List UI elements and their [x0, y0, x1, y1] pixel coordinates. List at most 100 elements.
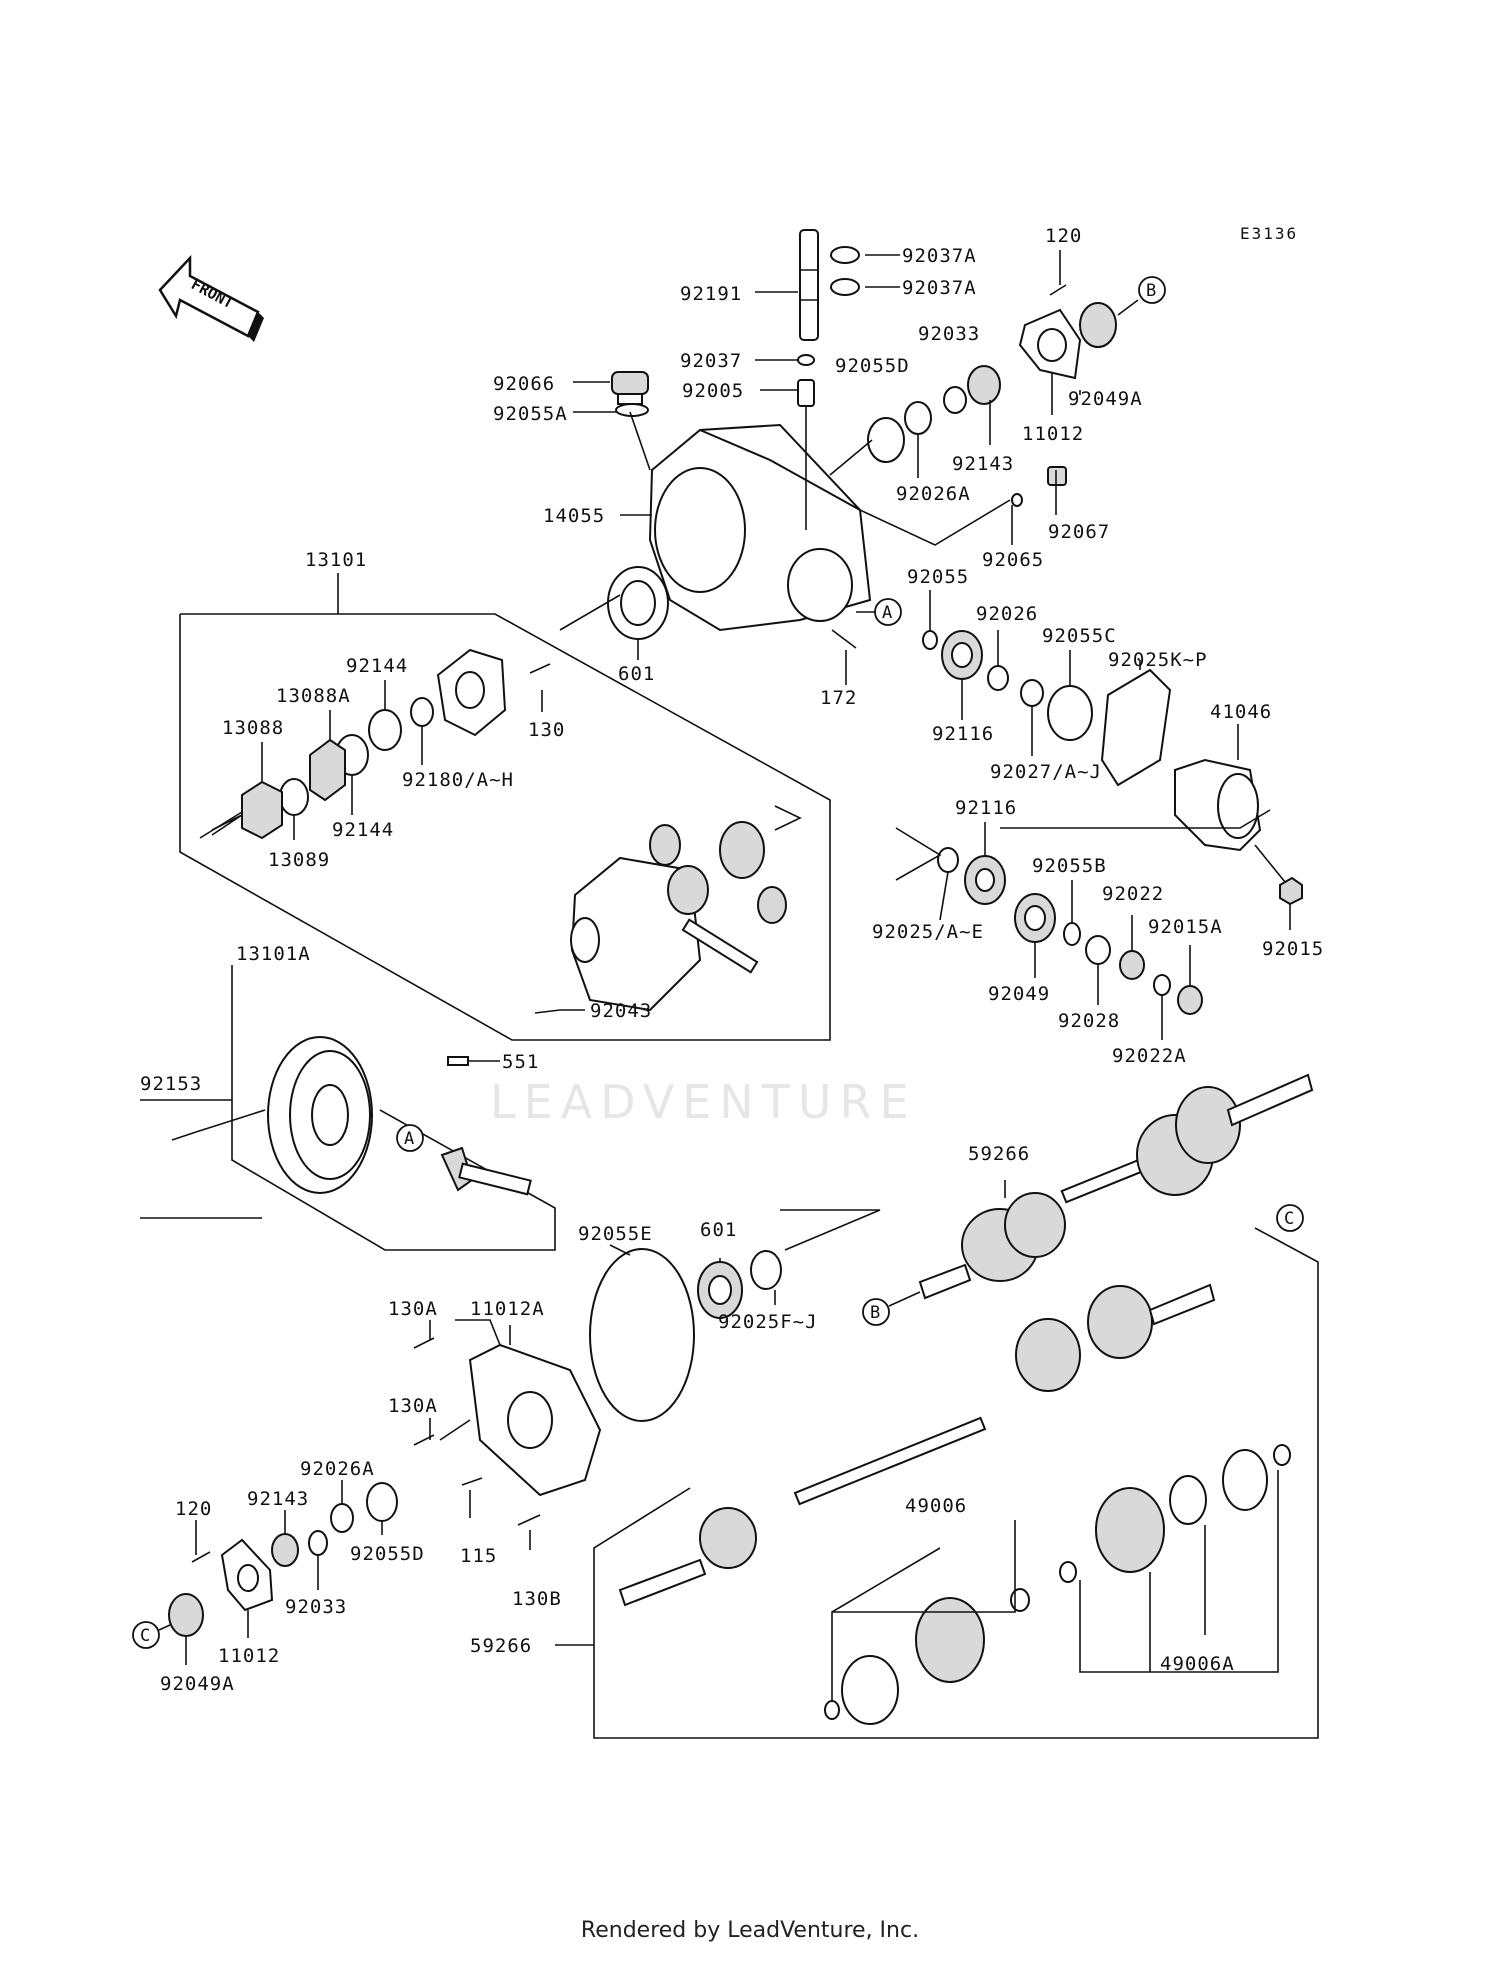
oring-92055B: [1063, 922, 1081, 946]
diagram-code: E3136: [1240, 224, 1299, 243]
label-92191: 92191: [680, 283, 742, 305]
callout-B-shaft: B: [862, 1291, 921, 1326]
label-92025KP: 92025K~P: [1108, 649, 1208, 671]
label-130A-a: 130A: [388, 1298, 438, 1320]
shim-92026A-top: [904, 401, 932, 435]
pin-551: [447, 1056, 469, 1066]
callout-B-top: B: [1138, 276, 1166, 304]
drive-shaft-59266-a: [918, 1073, 1314, 1300]
label-49006A: 49006A: [1160, 1653, 1235, 1675]
label-13089: 13089: [268, 849, 330, 871]
seal-92049A-top: [1079, 302, 1117, 348]
label-92143-bot: 92143: [247, 1488, 309, 1510]
shim-92026: [987, 665, 1009, 691]
pin-92043: [534, 1009, 561, 1014]
cover-11012A: [468, 1343, 602, 1497]
label-13101A: 13101A: [236, 943, 311, 965]
label-92026A-top: 92026A: [896, 483, 971, 505]
spacer-92028: [1085, 935, 1111, 965]
seal-92116-a: [941, 630, 983, 680]
label-92055B: 92055B: [1032, 855, 1107, 877]
label-172: 172: [820, 687, 857, 709]
plate-13088: [241, 780, 283, 840]
label-92066: 92066: [493, 373, 555, 395]
label-92116-b: 92116: [955, 797, 1017, 819]
bearing-92143-bot: [271, 1533, 299, 1567]
shim-92025FJ: [750, 1250, 782, 1290]
label-59266-a: 59266: [968, 1143, 1030, 1165]
callout-C-bot: C: [132, 1621, 171, 1649]
svg-text:B: B: [870, 1303, 880, 1323]
nut-92015: [1279, 876, 1303, 906]
bolt-120-top: [1049, 284, 1067, 296]
bolt-115: [461, 1477, 483, 1486]
bearing-92116-b: [964, 855, 1006, 905]
cap-11012-top: [1018, 308, 1082, 380]
label-92144-a: 92144: [346, 655, 408, 677]
label-92180: 92180/A~H: [402, 769, 514, 791]
label-92055E: 92055E: [578, 1223, 653, 1245]
label-130A-b: 130A: [388, 1395, 438, 1417]
bolt-120-bot: [191, 1551, 211, 1563]
cap-11012-bot: [220, 1538, 274, 1612]
svg-text:A: A: [404, 1129, 414, 1149]
stud-172: [831, 629, 857, 649]
housing-41046: [1174, 758, 1262, 852]
svg-text:C: C: [1284, 1209, 1294, 1229]
bearing-92143-top: [967, 365, 1001, 405]
label-92049A-top: 92049A: [1068, 388, 1143, 410]
bolt-130A-b: [413, 1434, 435, 1446]
bolt-92153: [171, 1131, 197, 1141]
label-130B: 130B: [512, 1588, 562, 1610]
label-92028: 92028: [1058, 1010, 1120, 1032]
label-92026A-bot: 92026A: [300, 1458, 375, 1480]
footer-credit: Rendered by LeadVenture, Inc.: [580, 1918, 920, 1943]
fitting-92005: [797, 379, 815, 407]
oring-92055D-top: [867, 417, 905, 463]
pinion-gear: [440, 1146, 532, 1196]
gasket-92025KP: [1100, 668, 1172, 787]
frame-59266-b: [593, 1227, 1319, 1739]
label-92153: 92153: [140, 1073, 202, 1095]
breather-hose-92191: [799, 229, 819, 341]
plate-13088A: [309, 738, 346, 802]
label-92037: 92037: [680, 350, 742, 372]
label-92005: 92005: [682, 380, 744, 402]
label-92022A: 92022A: [1112, 1045, 1187, 1067]
callout-C-shaft: C: [1276, 1204, 1304, 1232]
diff-gears: [649, 821, 787, 924]
label-11012-bot: 11012: [218, 1645, 280, 1667]
shim-92180: [410, 697, 434, 727]
label-120-bot: 120: [175, 1498, 212, 1520]
svg-text:A: A: [882, 603, 892, 623]
label-92065: 92065: [982, 549, 1044, 571]
bearing-601-bot: [697, 1261, 743, 1319]
label-92025AE: 92025/A~E: [872, 921, 984, 943]
label-11012-top: 11012: [1022, 423, 1084, 445]
label-92055A: 92055A: [493, 403, 568, 425]
shim-92025AE: [937, 847, 959, 873]
bearing-601-top: [607, 566, 669, 640]
label-92067: 92067: [1048, 521, 1110, 543]
label-551: 551: [502, 1051, 539, 1073]
label-92049A-bot: 92049A: [160, 1673, 235, 1695]
bolt-130A-a: [413, 1337, 435, 1349]
leader-lines: [185, 250, 1291, 1700]
boot-49006: [824, 1588, 1030, 1725]
label-92055D-bot: 92055D: [350, 1543, 425, 1565]
label-92055D-top: 92055D: [835, 355, 910, 377]
nut-92015A: [1177, 985, 1203, 1015]
label-92055C: 92055C: [1042, 625, 1117, 647]
label-14055: 14055: [543, 505, 605, 527]
svg-text:C: C: [140, 1626, 150, 1646]
label-120-top: 120: [1045, 225, 1082, 247]
plate-13089: [279, 778, 309, 816]
boot-49006A: [1059, 1444, 1291, 1583]
label-92049: 92049: [988, 983, 1050, 1005]
shim-92144-a: [368, 709, 402, 751]
ring-gear-13101A: [267, 1036, 373, 1194]
label-92027: 92027/A~J: [990, 761, 1102, 783]
drive-shaft-59266-b: [618, 1283, 1216, 1607]
shim-92026A-bot: [330, 1503, 354, 1533]
